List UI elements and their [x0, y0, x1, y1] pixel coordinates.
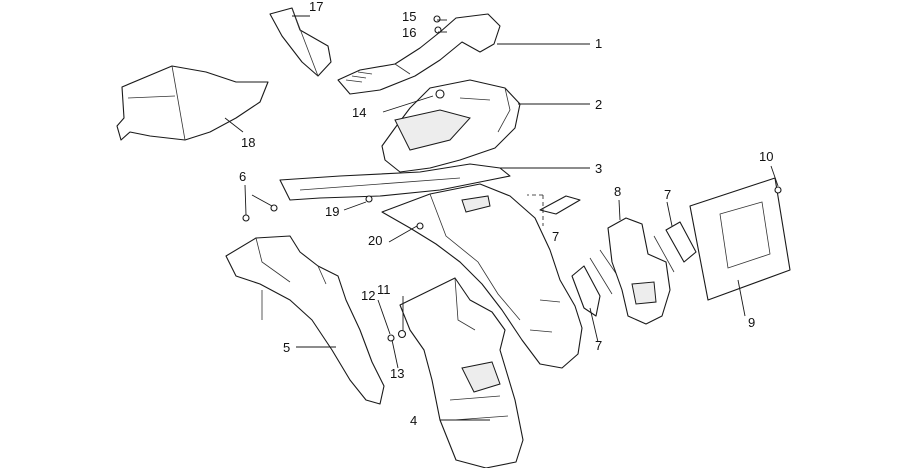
part-20-screw: [416, 222, 424, 230]
callout-10: 10: [759, 149, 773, 164]
leader-lines: [224, 15, 779, 421]
part-3-tail-panel: [279, 163, 511, 201]
part-9-plate-holder: [689, 177, 791, 301]
part-6-screw-b: [270, 204, 278, 212]
callout-17: 17: [309, 0, 323, 14]
part-15-screw: [433, 15, 441, 23]
callout-5: 5: [283, 340, 290, 355]
callout-labels: 1 2 3 4 5 6 7 7 7 8 9 10 11 12 13 14 15 …: [239, 0, 773, 428]
part-19-screw: [365, 195, 373, 203]
part-2-rear-carrier: [381, 79, 521, 173]
part-16-washer: [434, 26, 442, 34]
callout-15: 15: [402, 9, 416, 24]
callout-19: 19: [325, 204, 339, 219]
rear-inner-fender: [381, 183, 583, 369]
callout-7-upper: 7: [552, 229, 559, 244]
callout-16: 16: [402, 25, 416, 40]
callout-1: 1: [595, 36, 602, 51]
callout-7-lower: 7: [595, 338, 602, 353]
callout-8: 8: [614, 184, 621, 199]
part-6-screw-a: [242, 214, 250, 222]
part-7-seal-right: [665, 221, 697, 263]
callout-7-right: 7: [664, 187, 671, 202]
part-10-screw: [774, 186, 782, 194]
callout-6: 6: [239, 169, 246, 184]
callout-12: 12: [361, 288, 375, 303]
part-5-bracket: [225, 235, 385, 405]
part-14-grommet: [435, 89, 445, 99]
callout-14: 14: [352, 105, 366, 120]
callout-18: 18: [241, 135, 255, 150]
part-7-seal-lower: [571, 235, 675, 317]
callout-4: 4: [410, 413, 417, 428]
part-17-small-cover: [269, 7, 332, 77]
part-1-handle-front: [337, 13, 501, 95]
callout-20: 20: [368, 233, 382, 248]
part-12-washer: [387, 334, 395, 342]
callout-11: 11: [377, 282, 391, 297]
part-8-lamp-holder: [607, 217, 671, 325]
part-4-mudguard: [399, 277, 524, 468]
callout-2: 2: [595, 97, 602, 112]
part-11-nut: [397, 329, 407, 339]
callout-9: 9: [748, 315, 755, 330]
part-18-side-cover: [116, 65, 269, 141]
callout-3: 3: [595, 161, 602, 176]
callout-13: 13: [390, 366, 404, 381]
part-7-seal-upper: [539, 195, 581, 215]
